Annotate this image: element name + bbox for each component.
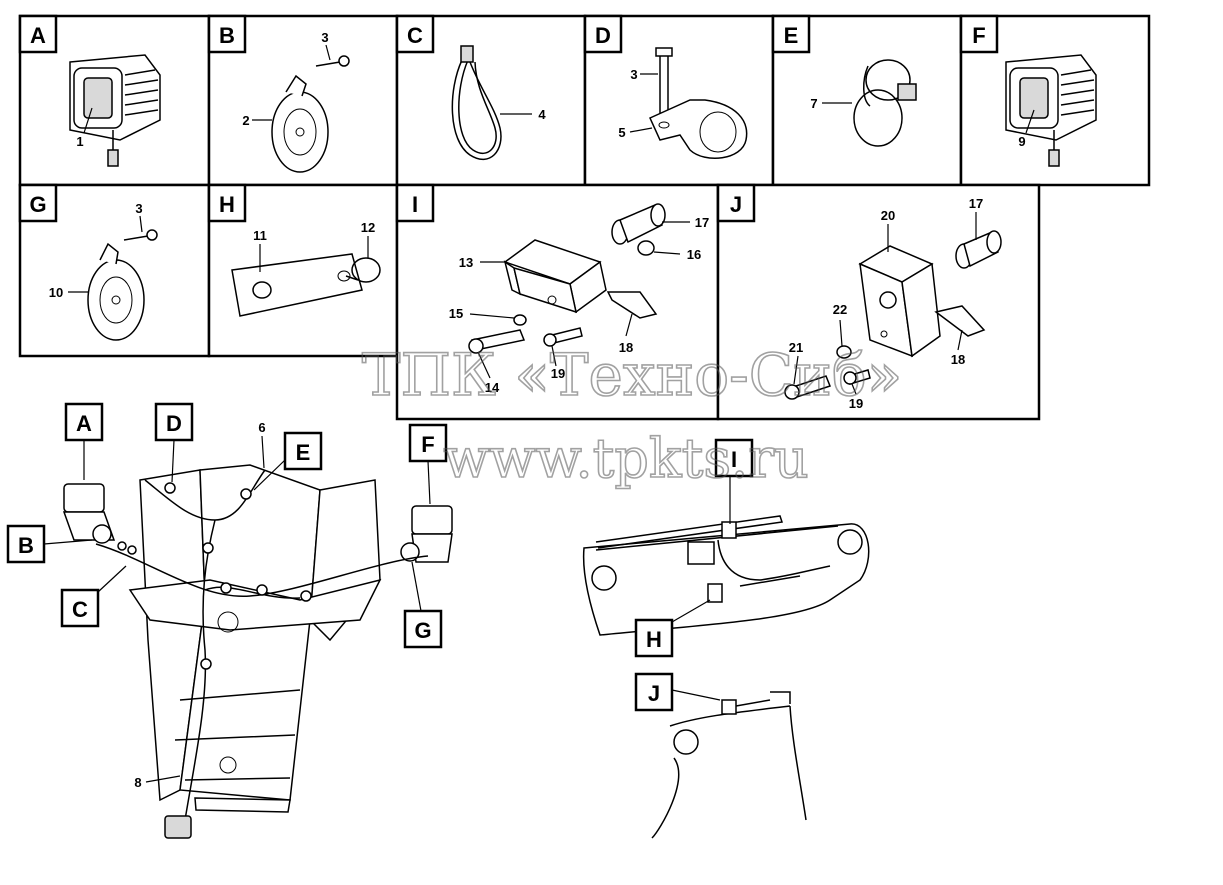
overview-badge-f: F xyxy=(408,423,448,505)
panel-e-label: E xyxy=(784,23,799,48)
horn-illustration-g xyxy=(87,229,158,341)
overview-badge-e: E xyxy=(253,431,323,491)
panel-b-label: B xyxy=(219,23,235,48)
callout-4: 4 xyxy=(538,107,546,122)
callout-20: 20 xyxy=(881,208,895,223)
svg-text:E: E xyxy=(296,440,311,465)
callout-21: 21 xyxy=(789,340,803,355)
overview-badge-g: G xyxy=(403,561,443,649)
panel-e: E 7 xyxy=(771,14,963,187)
callout-2: 2 xyxy=(242,113,249,128)
svg-text:H: H xyxy=(646,627,662,652)
panel-g: G 3 10 xyxy=(18,183,211,358)
callout-22: 22 xyxy=(833,302,847,317)
overview-badge-j: J xyxy=(634,672,721,712)
horn-illustration xyxy=(271,55,350,173)
callout-13: 13 xyxy=(459,255,473,270)
bracket-assembly-i xyxy=(468,203,666,354)
bracket-assembly-j xyxy=(784,230,1002,400)
overview-badge-c: C xyxy=(60,565,127,628)
svg-text:6: 6 xyxy=(258,420,265,435)
p-clamp-illustration xyxy=(649,47,748,159)
svg-text:B: B xyxy=(18,533,34,558)
overview-badge-b: B xyxy=(6,524,93,564)
svg-text:8: 8 xyxy=(134,775,141,790)
overview-callout-8: 8 xyxy=(134,775,181,790)
frame-overview-left xyxy=(62,464,453,839)
watermark-url: www.tpkts.ru xyxy=(443,427,809,490)
overview-callout-6: 6 xyxy=(258,420,266,469)
callout-i-18: 18 xyxy=(619,340,633,355)
svg-text:D: D xyxy=(166,411,182,436)
work-lamp-illustration xyxy=(69,54,161,167)
panel-j: J 20 17 22 21 18 19 xyxy=(716,183,1041,421)
panel-b: B 3 2 xyxy=(207,14,399,187)
callout-j-17: 17 xyxy=(969,196,983,211)
panel-g-label: G xyxy=(29,192,46,217)
svg-text:C: C xyxy=(72,597,88,622)
boom-detail-right xyxy=(651,691,807,839)
watermark-company: ТПК «Техно-Сиб» xyxy=(362,341,902,409)
svg-text:I: I xyxy=(731,447,737,472)
overview-badge-h: H xyxy=(634,599,711,658)
strap-illustration xyxy=(853,59,917,147)
callout-j-18: 18 xyxy=(951,352,965,367)
overview-badge-d: D xyxy=(154,402,194,483)
panel-c-label: C xyxy=(407,23,423,48)
svg-text:G: G xyxy=(414,618,431,643)
panel-i: I 13 17 16 15 18 14 19 xyxy=(395,183,720,421)
panel-d: D 3 5 xyxy=(583,14,775,187)
callout-i-17: 17 xyxy=(695,215,709,230)
callout-i-19: 19 xyxy=(551,366,565,381)
panel-f-label: F xyxy=(972,23,985,48)
callout-b-3: 3 xyxy=(321,30,328,45)
panel-h: H 11 12 xyxy=(207,183,399,358)
boom-overview-right xyxy=(582,515,870,636)
callout-d-3: 3 xyxy=(630,67,637,82)
panel-i-label: I xyxy=(412,192,418,217)
callout-10: 10 xyxy=(49,285,63,300)
tag-plate-illustration xyxy=(231,253,381,317)
callout-g-3: 3 xyxy=(135,201,142,216)
svg-text:A: A xyxy=(76,411,92,436)
panel-j-label: J xyxy=(730,192,742,217)
cable-tie-illustration xyxy=(451,45,502,161)
callout-1: 1 xyxy=(76,134,83,149)
svg-text:F: F xyxy=(421,432,434,457)
panel-c: C 4 xyxy=(395,14,587,187)
callout-7: 7 xyxy=(810,96,817,111)
callout-14: 14 xyxy=(485,380,500,395)
overview-badge-i: I xyxy=(714,438,754,524)
callout-j-19: 19 xyxy=(849,396,863,411)
panel-d-label: D xyxy=(595,23,611,48)
callout-15: 15 xyxy=(449,306,463,321)
panel-h-label: H xyxy=(219,192,235,217)
svg-text:J: J xyxy=(648,681,660,706)
work-lamp-illustration-f xyxy=(1005,54,1097,167)
callout-12: 12 xyxy=(361,220,375,235)
overview-badge-a: A xyxy=(64,402,104,480)
callout-11: 11 xyxy=(253,228,267,243)
callout-16: 16 xyxy=(687,247,701,262)
panel-a: A 1 xyxy=(18,14,211,187)
panel-a-label: A xyxy=(30,23,46,48)
panel-f: F 9 xyxy=(959,14,1151,187)
callout-5: 5 xyxy=(618,125,625,140)
callout-9: 9 xyxy=(1018,134,1025,149)
